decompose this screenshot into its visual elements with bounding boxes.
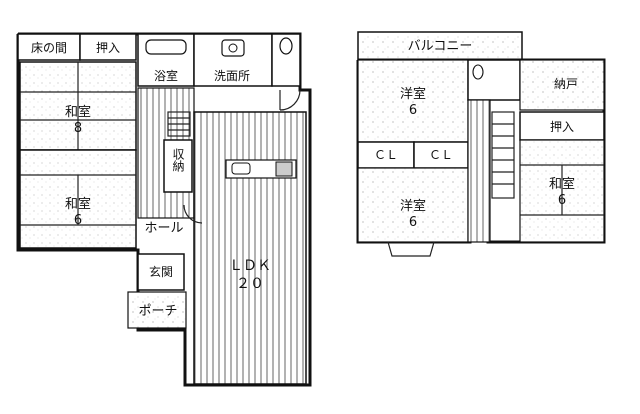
floor-1 [16, 32, 312, 387]
label-oshiire-1f: 押入 [96, 41, 120, 55]
label-oshiire-2f: 押入 [550, 120, 574, 134]
balcony-area [357, 31, 523, 61]
label-hall: ホール [144, 221, 183, 236]
label-youshitsu-north: 洋室 [400, 86, 426, 102]
door-swing-icon [279, 89, 301, 111]
bay-window [387, 241, 435, 257]
youshitsu-north-room [357, 59, 469, 143]
label-storage: 収納 [171, 148, 185, 172]
label-washitsu-6-size: 6 [74, 213, 82, 228]
toilet-room [271, 33, 301, 87]
label-washroom: 洗面所 [214, 69, 250, 83]
toilet-2f-room [467, 59, 521, 101]
label-washitsu-8: 和室 [65, 104, 91, 120]
porch-area [127, 291, 187, 329]
bath-room [137, 33, 195, 87]
ldk-room [193, 111, 307, 385]
label-washitsu-6: 和室 [65, 196, 91, 212]
youshitsu-south-room [357, 167, 469, 243]
sink-basin-icon [228, 43, 238, 53]
label-entrance: 玄関 [149, 264, 173, 279]
sink-icon [221, 39, 245, 57]
toilet-icon [472, 64, 484, 80]
label-nando: 納戸 [554, 77, 578, 91]
storage-room [163, 139, 193, 193]
label-tokonoma: 床の間 [31, 41, 67, 55]
hall-2f [467, 99, 491, 243]
label-porch: ポーチ [138, 304, 177, 319]
label-washitsu-2f-size: 6 [558, 193, 566, 208]
label-ldk-size: ２０ [236, 276, 264, 292]
stairs-outline [491, 111, 515, 199]
label-ldk: ＬＤＫ [229, 258, 271, 274]
stove-icon [275, 161, 293, 177]
label-closet-a: ＣＬ [374, 148, 398, 162]
stairs-2f [491, 111, 515, 199]
label-youshitsu-south-size: 6 [409, 215, 417, 230]
stairs-1f [167, 111, 191, 137]
oshiire-room-2f [519, 111, 605, 141]
label-bath: 浴室 [154, 68, 178, 83]
label-washitsu-2f: 和室 [549, 176, 575, 192]
door-swing-icon [183, 204, 203, 224]
room-labels: 床の間 押入 浴室 洗面所 和室 8 和室 6 収納 ホール 玄関 ポーチ ＬＤ… [31, 39, 578, 319]
toilet-icon [279, 37, 293, 55]
oshiire-room-1f [79, 33, 137, 61]
label-youshitsu-north-size: 6 [409, 103, 417, 118]
label-closet-b: ＣＬ [429, 148, 453, 162]
kitchen-sink-icon [231, 162, 251, 175]
label-washitsu-8-size: 8 [74, 121, 82, 136]
label-balcony: バルコニー [408, 39, 473, 54]
label-youshitsu-south: 洋室 [400, 198, 426, 214]
bathtub-icon [145, 39, 187, 55]
floor-2 [356, 31, 606, 257]
closet-b [413, 141, 469, 169]
closet-a [357, 141, 415, 169]
entrance-room [137, 253, 185, 291]
nando-room [519, 59, 605, 111]
